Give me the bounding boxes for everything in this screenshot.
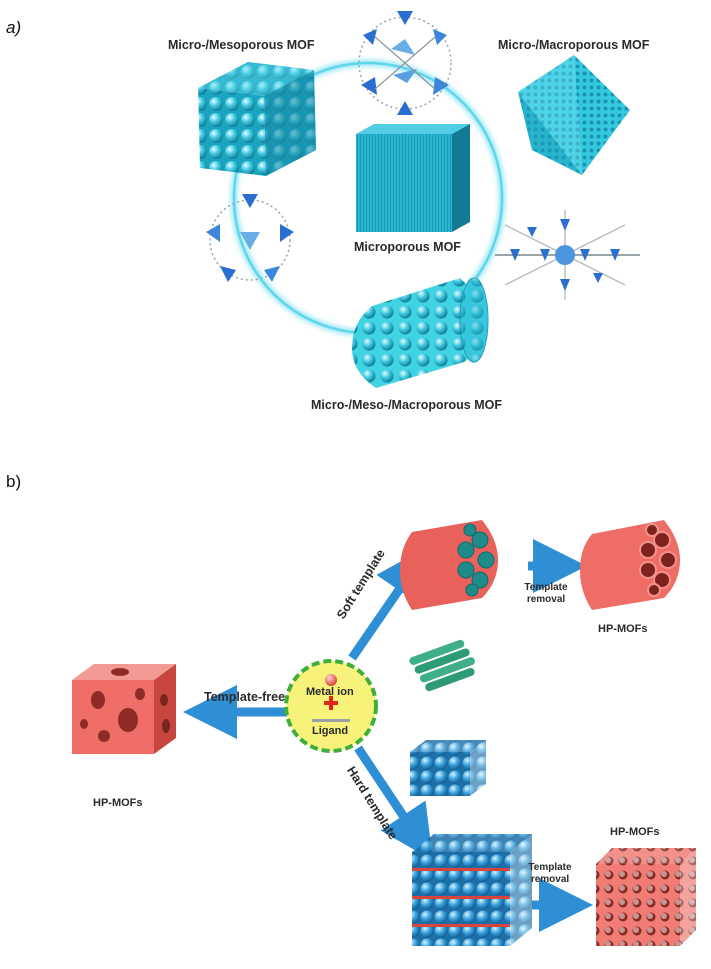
hp-mof-cube-left xyxy=(72,664,176,754)
label-removal-bottom-line1: Template xyxy=(528,862,572,873)
label-removal-top: Template removal xyxy=(520,582,572,606)
product-label-top-right: HP-MOFs xyxy=(598,623,648,635)
micelle-rods xyxy=(409,639,475,692)
micro-macro-octahedron xyxy=(518,55,630,175)
caption-micro-meso: Micro-/Mesoporous MOF xyxy=(168,38,315,52)
soft-template-bundle xyxy=(400,520,498,610)
arrow-hard-template xyxy=(354,745,433,861)
ligand-text: Ligand xyxy=(312,725,349,737)
molecular-framework-right xyxy=(495,210,640,300)
label-removal-bottom-line2: removal xyxy=(530,874,570,885)
label-removal-bottom: Template removal xyxy=(524,862,576,886)
label-removal-top-line2: removal xyxy=(526,594,566,605)
metal-ion-text: Metal ion xyxy=(306,686,354,698)
microporous-cube xyxy=(356,124,470,232)
molecular-cage-top xyxy=(358,11,452,115)
label-template-free: Template-free xyxy=(204,690,286,704)
caption-micro-macro: Micro-/Macroporous MOF xyxy=(498,38,650,52)
label-removal-top-line1: Template xyxy=(524,582,568,593)
molecular-cage-left xyxy=(206,194,294,282)
hp-mof-opal-bottom-right xyxy=(596,848,696,946)
hierarchical-cylinder xyxy=(352,277,489,388)
product-label-bottom-right: HP-MOFs xyxy=(610,826,660,838)
sphere-lattice-small xyxy=(410,740,486,796)
hard-template-lattice xyxy=(412,834,532,946)
micro-meso-cube xyxy=(198,62,316,176)
caption-microporous: Microporous MOF xyxy=(354,240,461,254)
caption-micro-meso-macro: Micro-/Meso-/Macroporous MOF xyxy=(311,398,502,412)
panel-a-label: a) xyxy=(6,18,22,37)
precursor-circle xyxy=(284,659,378,753)
product-label-left: HP-MOFs xyxy=(93,797,143,809)
panel-b-label: b) xyxy=(6,472,22,491)
hp-mof-hex-top-right xyxy=(580,520,680,610)
